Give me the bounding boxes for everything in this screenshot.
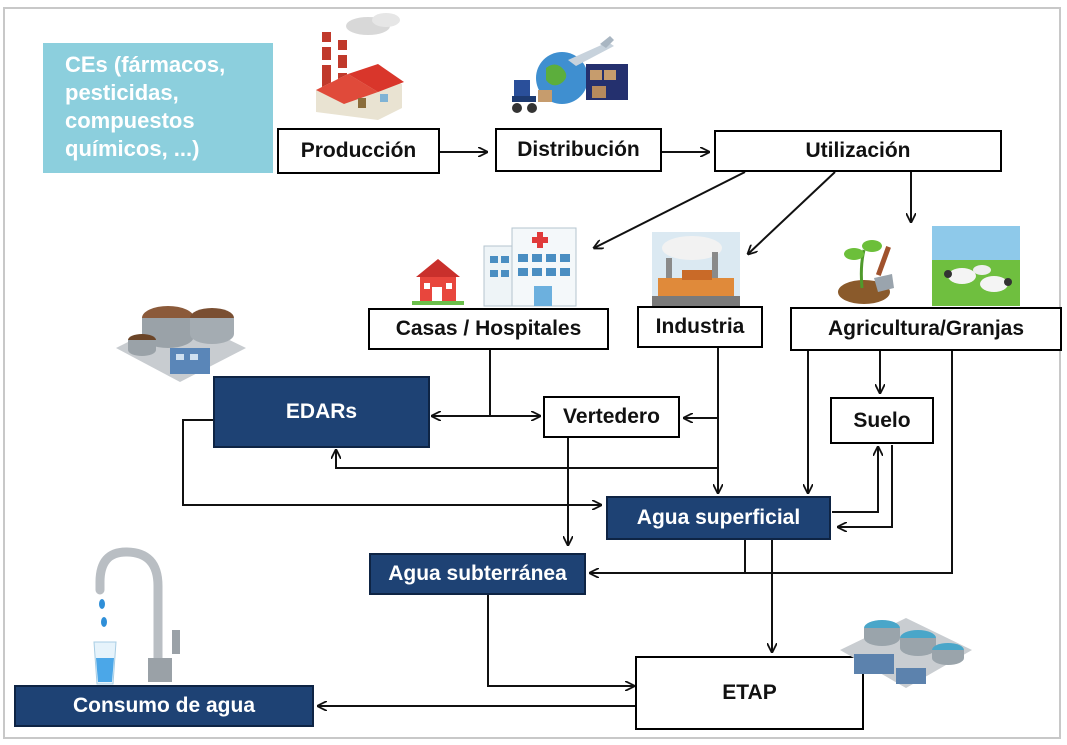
- agua-superficial-box: Agua superficial: [606, 496, 831, 540]
- contaminants-line-4: químicos, ...): [65, 136, 200, 161]
- sheep-field-icon: [932, 226, 1020, 306]
- diagram-frame: [3, 7, 1061, 739]
- vertedero-box: Vertedero: [543, 396, 680, 438]
- contaminants-line-3: compuestos: [65, 108, 195, 133]
- industria-box: Industria: [637, 306, 763, 348]
- logistics-icon: [512, 36, 628, 113]
- hospital-icon: [483, 227, 577, 307]
- wastewater-plant-icon: [116, 306, 246, 382]
- edars-box: EDARs: [213, 376, 430, 448]
- suelo-box: Suelo: [830, 397, 934, 444]
- plant-shovel-icon: [838, 240, 894, 304]
- etap-box: ETAP: [635, 656, 864, 730]
- agua-subterranea-box: Agua subterránea: [369, 553, 586, 595]
- utilizacion-box: Utilización: [714, 130, 1002, 172]
- contaminants-line-1: CEs (fármacos,: [65, 52, 226, 77]
- water-tap-icon: [93, 547, 180, 685]
- water-treatment-plant-icon: [840, 618, 972, 688]
- produccion-box: Producción: [277, 128, 440, 174]
- distribucion-box: Distribución: [495, 128, 662, 172]
- casas-hospitales-box: Casas / Hospitales: [368, 308, 609, 350]
- contaminants-line-2: pesticidas,: [65, 80, 179, 105]
- factory-icon: [316, 13, 404, 120]
- house-icon: [412, 259, 464, 305]
- contaminants-box: CEs (fármacos, pesticidas, compuestos qu…: [43, 43, 273, 173]
- consumo-agua-box: Consumo de agua: [14, 685, 314, 727]
- agricultura-box: Agricultura/Granjas: [790, 307, 1062, 351]
- industry-icon: [652, 232, 740, 306]
